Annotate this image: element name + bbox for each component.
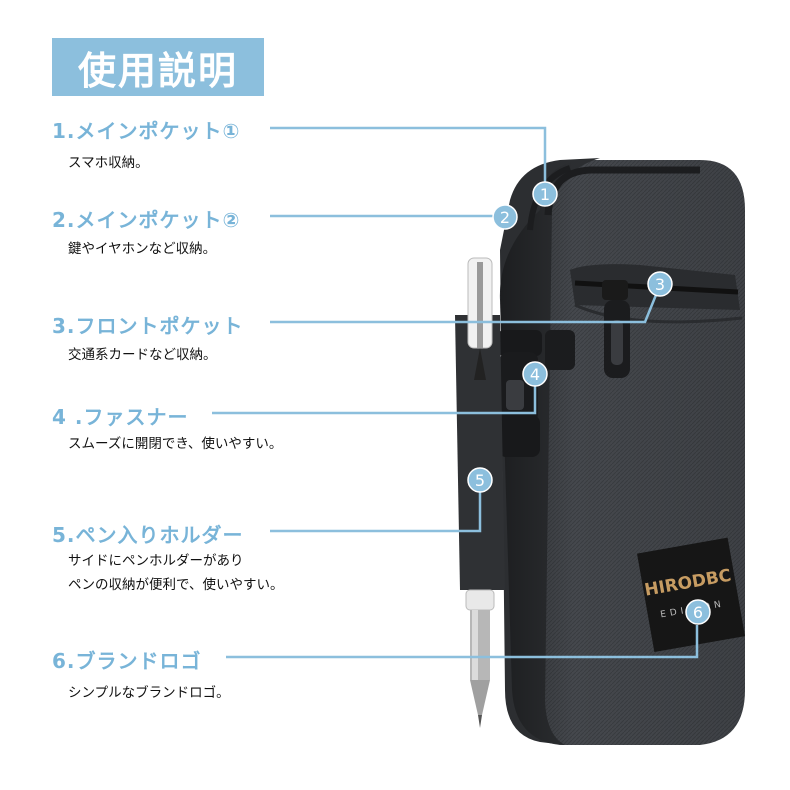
feature-desc-brand-logo: シンプルなブランドロゴ。 — [68, 685, 230, 701]
badge-5: 5 — [467, 467, 493, 493]
callout-lines — [212, 126, 699, 659]
svg-text:2: 2 — [500, 208, 510, 227]
feature-heading-main-pocket-2: 2.メインポケット② — [52, 208, 241, 232]
pen — [465, 257, 495, 728]
title-banner: 使用説明 — [52, 38, 264, 96]
feature-desc-main-pocket-1: スマホ収納。 — [68, 155, 149, 171]
feature-heading-zipper: 4 .ファスナー — [52, 405, 189, 429]
feature-heading-pen-holder: 5.ペン入りホルダー — [52, 523, 244, 547]
feature-heading-front-pocket: 3.フロントポケット — [52, 314, 244, 338]
svg-text:6: 6 — [693, 603, 703, 622]
svg-text:5: 5 — [475, 471, 485, 490]
page-title: 使用説明 — [77, 48, 238, 93]
badge-6: 6 — [685, 599, 711, 625]
feature-desc-pen-holder-1: サイドにペンホルダーがあり — [68, 553, 244, 569]
svg-text:4: 4 — [530, 365, 540, 384]
svg-text:3: 3 — [655, 275, 665, 294]
pouch-bag: HIRODBC EDITION — [455, 158, 745, 745]
feature-heading-brand-logo: 6.ブランドロゴ — [52, 649, 202, 673]
feature-heading-main-pocket-1: 1.メインポケット① — [52, 119, 241, 143]
feature-desc-pen-holder-2: ペンの収納が便利で、使いやすい。 — [68, 577, 284, 593]
badge-3: 3 — [647, 271, 673, 297]
feature-desc-main-pocket-2: 鍵やイヤホンなど収納。 — [68, 241, 217, 257]
feature-desc-front-pocket: 交通系カードなど収納。 — [68, 347, 217, 363]
badge-4: 4 — [522, 361, 548, 387]
feature-desc-zipper: スムーズに開閉でき、使いやすい。 — [68, 436, 283, 452]
badge-1: 1 — [532, 181, 558, 207]
badge-2: 2 — [492, 204, 518, 230]
svg-text:1: 1 — [540, 185, 550, 204]
